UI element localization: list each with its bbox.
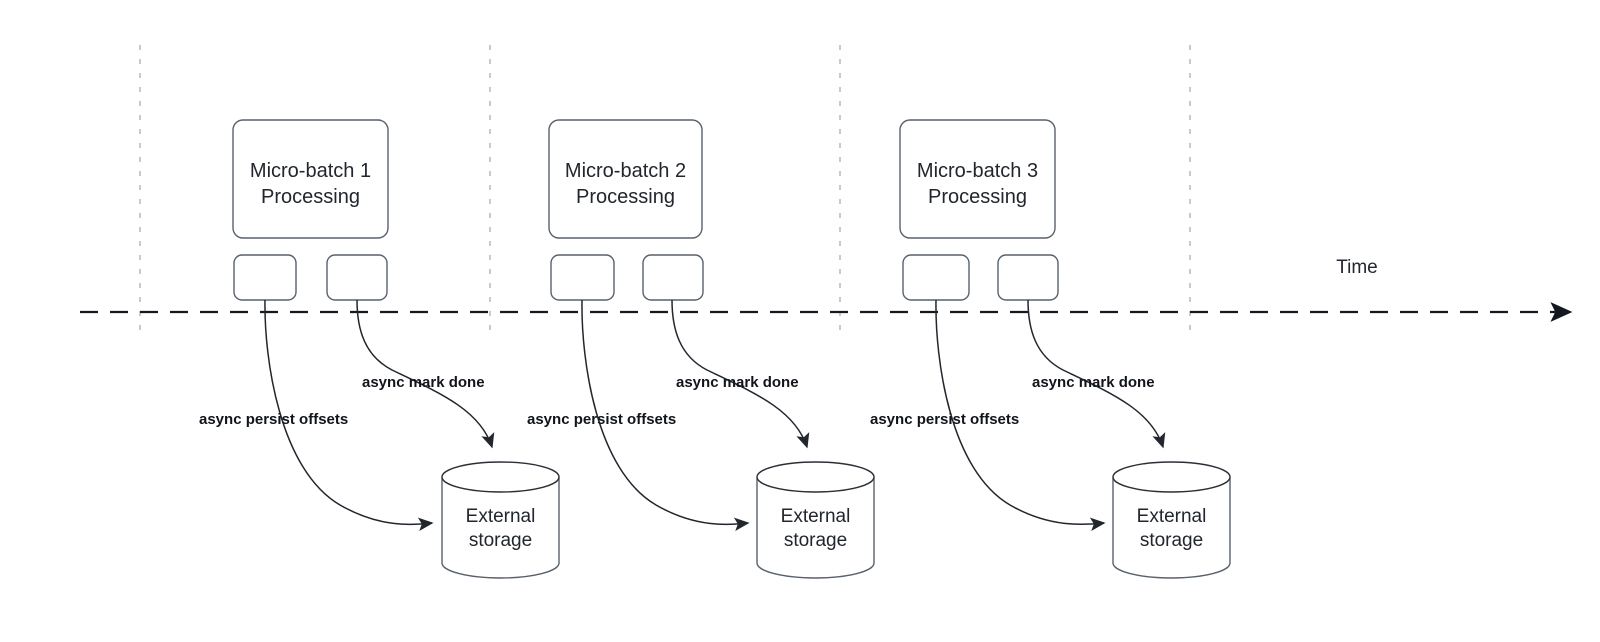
external-storage-cylinder-body[interactable] [756, 477, 875, 579]
edge-labels-layer: async persist offsets async mark done asyn… [199, 299, 1166, 532]
external-storage-label-line1: External [781, 506, 851, 527]
micro-batch-box[interactable] [548, 119, 703, 239]
external-storage-label-line2: storage [784, 530, 847, 551]
time-axis-label: Time [1336, 257, 1378, 278]
async-persist-offsets-edge [264, 299, 434, 532]
micro-batch-box-label-line2: Processing [928, 186, 1027, 208]
async-persist-offsets-label: async persist offsets [870, 411, 1019, 428]
external-storage-cylinder-body[interactable] [441, 477, 560, 579]
async-mark-done-label: async mark done [1032, 374, 1155, 391]
persist-task-box[interactable] [550, 254, 615, 301]
micro-batch-box-label-line1: Micro-batch 3 [917, 160, 1038, 182]
micro-batch-box-label-line1: Micro-batch 1 [250, 160, 371, 182]
micro-batch-groups-layer: Micro-batch 1ProcessingExternalstorageMi… [232, 119, 1231, 579]
external-storage-label-line1: External [466, 506, 536, 527]
micro-batch-box-label-line2: Processing [576, 186, 675, 208]
async-persist-offsets-label: async persist offsets [527, 411, 676, 428]
async-persist-offsets-edge [581, 299, 750, 532]
persist-task-box[interactable] [902, 254, 970, 301]
async-persist-offsets-edge [935, 299, 1106, 532]
micro-batch-box-label-line2: Processing [261, 186, 360, 208]
external-storage-cylinder-top [441, 461, 560, 493]
async-mark-done-edge [356, 299, 495, 449]
async-mark-done-edge [671, 299, 810, 449]
mark-done-task-box[interactable] [326, 254, 388, 301]
timeline-tick-group [139, 45, 1191, 330]
async-mark-done-label: async mark done [676, 374, 799, 391]
external-storage-cylinder-top [756, 461, 875, 493]
micro-batch-box[interactable] [899, 119, 1056, 239]
micro-batch-box-label-line1: Micro-batch 2 [565, 160, 686, 182]
async-mark-done-edge [1027, 299, 1166, 449]
mark-done-task-box[interactable] [642, 254, 704, 301]
micro-batch-box[interactable] [232, 119, 389, 239]
external-storage-label-line1: External [1137, 506, 1207, 527]
persist-task-box[interactable] [233, 254, 297, 301]
external-storage-label-line2: storage [469, 530, 532, 551]
external-storage-cylinder-body[interactable] [1112, 477, 1231, 579]
async-mark-done-label: async mark done [362, 374, 485, 391]
external-storage-label-line2: storage [1140, 530, 1203, 551]
external-storage-cylinder-top [1112, 461, 1231, 493]
mark-done-task-box[interactable] [997, 254, 1059, 301]
async-persist-offsets-label: async persist offsets [199, 411, 348, 428]
timeline-axis-group: Time [80, 257, 1573, 322]
